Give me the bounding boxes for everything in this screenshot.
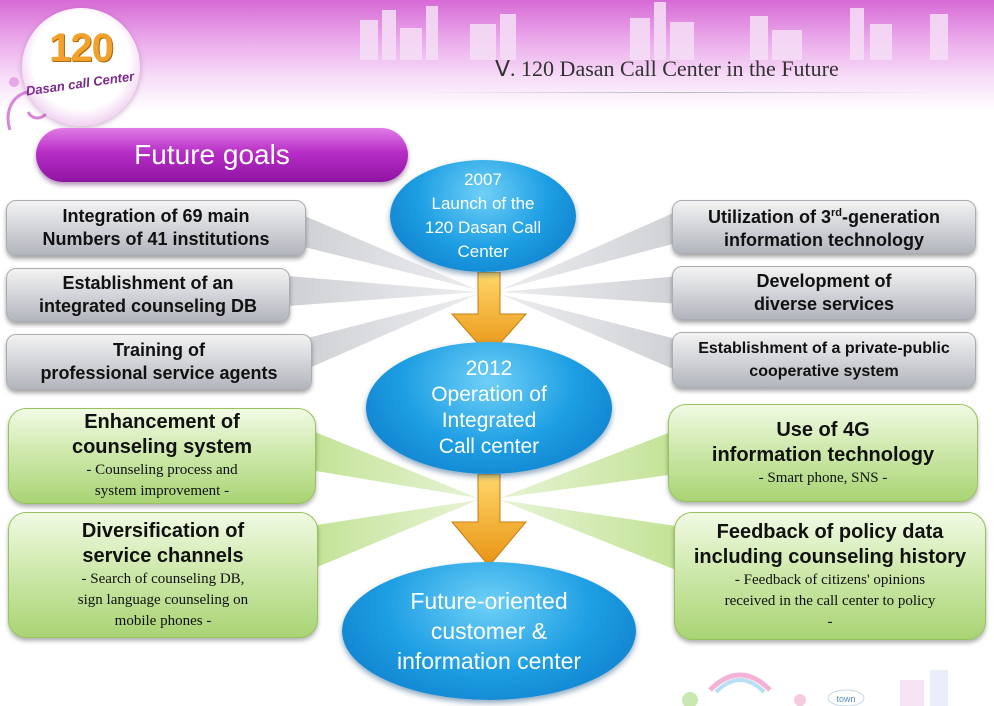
stage1-line: Center xyxy=(457,242,509,261)
goal-detail: - Smart phone, SNS - xyxy=(758,469,888,486)
achievement-line: information technology xyxy=(724,230,924,250)
down-arrow-1-icon xyxy=(450,272,528,356)
stage3-line: customer & xyxy=(430,618,548,644)
achievement-line: Establishment of an xyxy=(62,273,234,293)
stage2-line: Integrated xyxy=(441,409,537,432)
achievement-line: integrated counseling DB xyxy=(38,296,258,316)
down-arrow-2-icon xyxy=(450,474,528,566)
left-achievement-1: Integration of 69 main Numbers of 41 ins… xyxy=(6,200,306,256)
right-achievement-2: Development of diverse services xyxy=(672,266,976,320)
right-achievement-3: Establishment of a private-public cooper… xyxy=(672,332,976,388)
page-title: Ⅴ. 120 Dasan Call Center in the Future xyxy=(495,56,839,81)
stage-2007-launch: 2007 Launch of the 120 Dasan Call Center xyxy=(390,160,576,272)
achievement-line: diverse services xyxy=(753,294,895,314)
right-future-goal-2: Feedback of policy data including counse… xyxy=(674,512,986,640)
goal-title: Enhancement of xyxy=(84,411,240,433)
goal-detail: - xyxy=(827,613,833,630)
stage1-line: Launch of the xyxy=(431,194,535,213)
achievement-line: Integration of 69 main xyxy=(62,206,250,226)
achievement-text: Utilization of 3 xyxy=(707,207,831,227)
left-future-goal-2: Diversification of service channels - Se… xyxy=(8,512,318,638)
goal-title: Diversification of xyxy=(81,519,245,542)
bottom-town-decoration: town xyxy=(682,670,948,706)
stage-future-center: Future-oriented customer & information c… xyxy=(342,562,636,700)
superscript: rd xyxy=(830,207,842,219)
goal-title: information technology xyxy=(711,443,935,466)
logo-number: 120 xyxy=(49,26,114,70)
city-skyline-decoration xyxy=(360,2,948,60)
stage3-line: Future-oriented xyxy=(410,588,568,614)
stage-2012-integrated: 2012 Operation of Integrated Call center xyxy=(366,342,612,474)
stage2-line: 2012 xyxy=(465,357,513,380)
left-achievement-2: Establishment of an integrated counselin… xyxy=(6,268,290,322)
left-future-goal-1: Enhancement of counseling system - Couns… xyxy=(8,408,316,504)
goal-detail: sign language counseling on xyxy=(77,591,249,608)
goal-detail: system improvement - xyxy=(94,483,230,499)
header-band xyxy=(0,0,994,110)
goal-title: including counseling history xyxy=(693,545,967,568)
stage3-line: information center xyxy=(396,648,582,674)
stage1-line: 2007 xyxy=(464,170,502,189)
goal-title: Use of 4G xyxy=(776,418,870,441)
stage2-line: Operation of xyxy=(431,383,547,406)
achievement-text: -generation xyxy=(841,207,940,227)
goal-detail: received in the call center to policy xyxy=(724,592,936,609)
goal-title: counseling system xyxy=(71,436,253,458)
right-future-goal-1: Use of 4G information technology - Smart… xyxy=(668,404,978,502)
title-divider xyxy=(420,92,940,93)
achievement-line: Development of xyxy=(756,271,892,291)
achievement-line: Establishment of a private-public xyxy=(698,340,950,357)
goal-title: Feedback of policy data xyxy=(716,520,944,543)
achievement-line: professional service agents xyxy=(40,363,278,383)
future-goals-banner: Future goals xyxy=(36,128,408,182)
goal-detail: - Feedback of citizens' opinions xyxy=(734,571,926,588)
left-achievement-3: Training of professional service agents xyxy=(6,334,312,390)
achievement-line: Numbers of 41 institutions xyxy=(42,229,270,249)
achievement-line: Training of xyxy=(113,340,205,360)
achievement-line: Utilization of 3rd-generation xyxy=(708,202,940,229)
stage2-line: Call center xyxy=(438,435,540,458)
brand-logo: 120 Dasan call Center xyxy=(22,8,140,126)
right-achievement-1: Utilization of 3rd-generation informatio… xyxy=(672,200,976,254)
achievement-line: cooperative system xyxy=(749,363,899,380)
goal-detail: mobile phones - xyxy=(114,612,212,629)
goal-detail: - Counseling process and xyxy=(86,462,238,478)
town-sign-text: town xyxy=(836,694,855,704)
goal-title: service channels xyxy=(82,544,244,567)
stage1-line: 120 Dasan Call xyxy=(424,218,542,237)
goal-detail: - Search of counseling DB, xyxy=(81,570,245,587)
